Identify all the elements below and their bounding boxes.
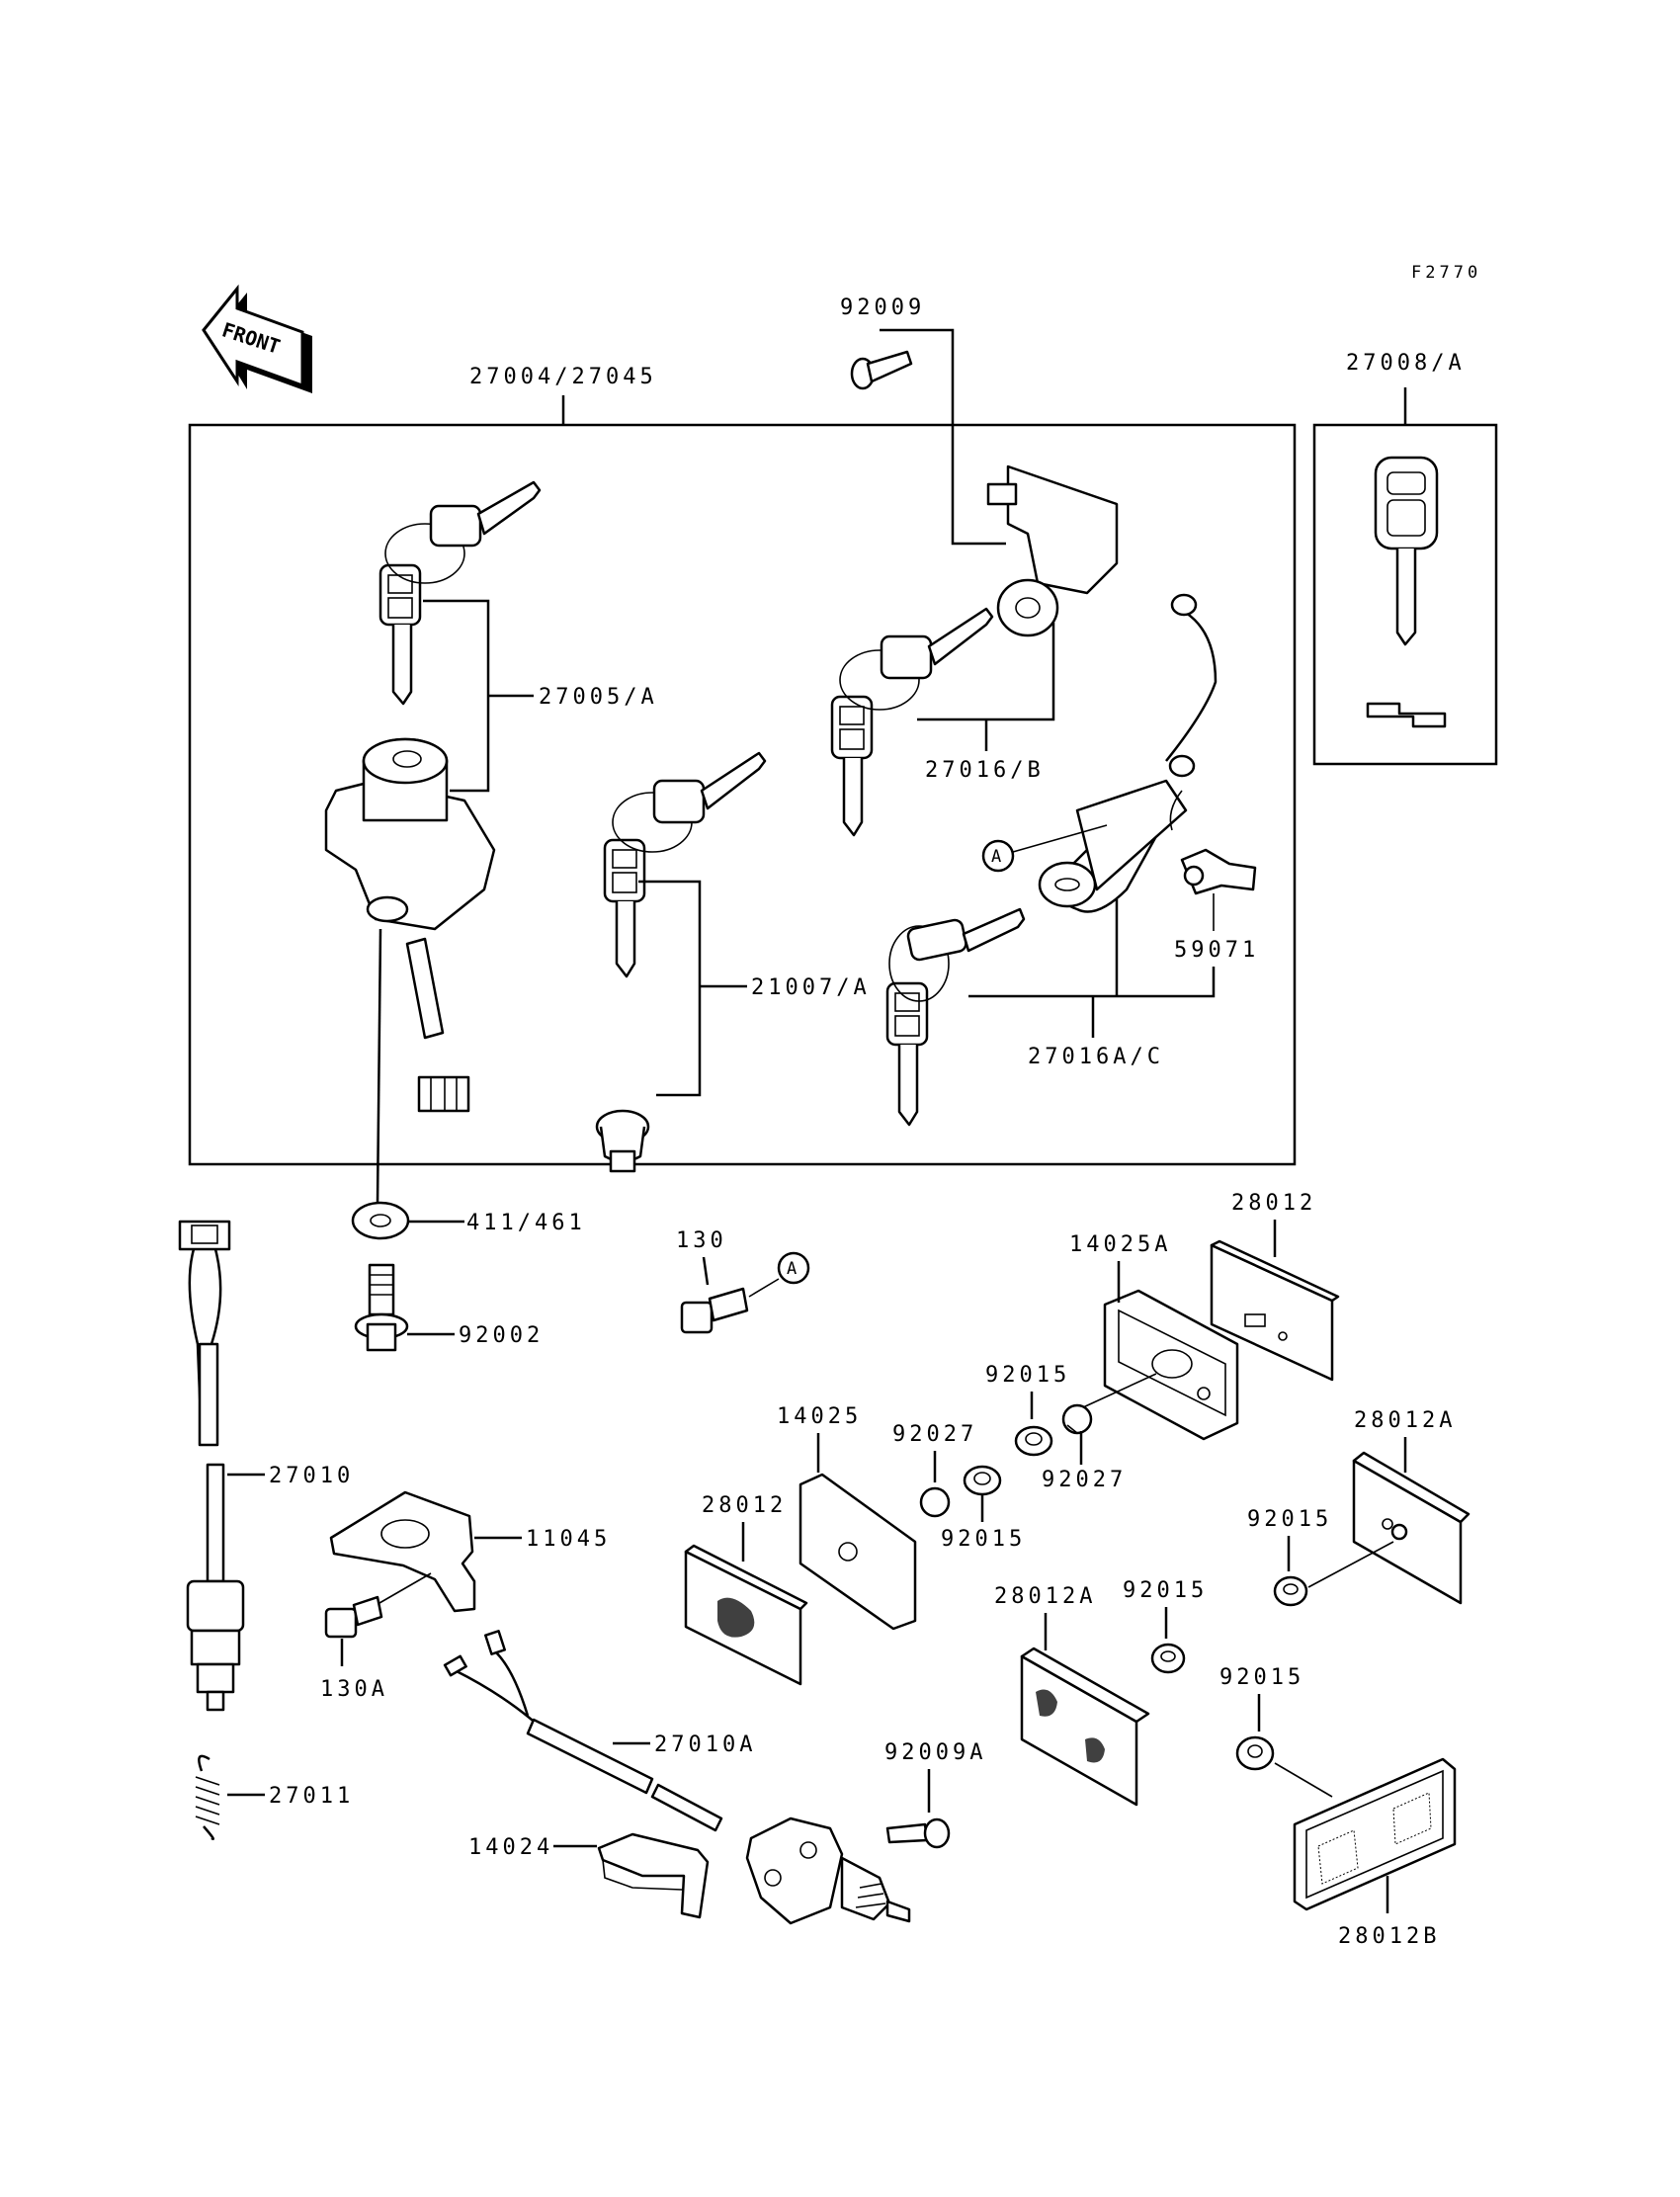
nut-92015-e-icon <box>1235 1735 1275 1771</box>
label-59071: 59071 <box>1174 938 1259 963</box>
label-92015-b: 92015 <box>941 1527 1026 1552</box>
label-92027-b: 92027 <box>892 1422 977 1447</box>
seat-lock-cylinder-icon <box>1038 593 1218 913</box>
label-130: 130 <box>676 1228 727 1253</box>
clamp-59071-icon <box>1180 848 1257 895</box>
label-28012-mid: 28012 <box>702 1493 787 1518</box>
label-11045: 11045 <box>526 1527 611 1552</box>
callout-a-circle-2 <box>777 1251 810 1285</box>
label-27010: 27010 <box>269 1464 354 1488</box>
spring-27011-icon <box>195 1754 220 1840</box>
figure-code: F2770 <box>1411 263 1481 283</box>
brake-light-switch-icon <box>745 1817 911 1925</box>
label-92009A: 92009A <box>884 1740 986 1765</box>
bolt-130A-icon <box>324 1595 383 1639</box>
label-92015-a: 92015 <box>985 1363 1070 1388</box>
label-21007-A: 21007/A <box>751 975 871 1000</box>
nut-92015-d-icon <box>1150 1643 1186 1674</box>
reflector-28012-top-icon <box>1210 1239 1340 1382</box>
label-28012-top: 28012 <box>1231 1191 1316 1216</box>
bolt-92002-icon <box>354 1263 409 1352</box>
bracket-14024-icon <box>597 1832 710 1919</box>
label-27004-27045: 27004/27045 <box>469 365 657 389</box>
label-14025: 14025 <box>777 1404 862 1429</box>
label-92015-e: 92015 <box>1219 1665 1304 1690</box>
seat-lock-keys-b-icon <box>885 907 1026 1127</box>
key-blank-icon <box>1366 456 1447 728</box>
label-92015-c: 92015 <box>1247 1507 1332 1532</box>
callout-a-circle <box>981 839 1015 873</box>
label-28012B: 28012B <box>1338 1924 1440 1949</box>
neutral-switch-wires-icon <box>178 1220 231 1447</box>
callout-a-letter-2: A <box>787 1259 800 1279</box>
ignition-switch-icon <box>324 737 496 1113</box>
label-27016A-C: 27016A/C <box>1028 1045 1164 1069</box>
label-28012A-mid: 28012A <box>994 1584 1096 1609</box>
harness-27010A-icon <box>443 1630 723 1832</box>
label-92009: 92009 <box>840 296 925 320</box>
reflector-28012A-mid-icon <box>1020 1647 1150 1807</box>
front-arrow-icon: FRONT <box>202 284 312 393</box>
label-14024: 14024 <box>468 1835 553 1860</box>
ignition-keys-icon <box>378 480 542 706</box>
label-27005-A: 27005/A <box>539 685 658 710</box>
seat-lock-keys-icon <box>595 751 767 1173</box>
label-14025A: 14025A <box>1069 1232 1171 1257</box>
bracket-11045-icon <box>329 1490 476 1613</box>
label-28012A-right: 28012A <box>1354 1408 1456 1433</box>
callout-a-letter: A <box>991 847 1005 867</box>
collar-92027-a-icon <box>1061 1403 1093 1433</box>
label-411-461: 411/461 <box>466 1211 586 1235</box>
switch-27010-icon <box>186 1463 245 1712</box>
reflector-bracket-14025-icon <box>798 1473 917 1631</box>
label-27010A: 27010A <box>654 1732 756 1757</box>
nut-92015-b-icon <box>963 1465 1002 1496</box>
reflector-bracket-14025A-icon <box>1103 1289 1239 1441</box>
label-92015-d: 92015 <box>1123 1578 1208 1603</box>
helmet-lock-icon <box>986 465 1119 637</box>
label-130A: 130A <box>320 1677 388 1702</box>
nut-92015-c-icon <box>1273 1575 1308 1607</box>
reflector-28012A-right-icon <box>1352 1451 1470 1605</box>
label-92027-a: 92027 <box>1042 1468 1127 1492</box>
washer-411-461-icon <box>351 1201 410 1240</box>
label-27008-A: 27008/A <box>1346 351 1466 376</box>
label-27016-B: 27016/B <box>925 758 1045 783</box>
screw-92009A-icon <box>885 1817 951 1849</box>
reflector-28012-mid-icon <box>684 1544 808 1686</box>
label-92002: 92002 <box>459 1323 544 1348</box>
bolt-130-icon <box>680 1287 749 1334</box>
helmet-lock-keys-icon <box>830 607 994 837</box>
collar-92027-b-icon <box>919 1486 951 1518</box>
screw-92009-icon <box>850 350 913 390</box>
nut-92015-a-icon <box>1014 1425 1053 1457</box>
reflector-28012B-icon <box>1293 1757 1457 1911</box>
label-27011: 27011 <box>269 1784 354 1809</box>
ignition-switch-set-box <box>188 423 1297 1166</box>
